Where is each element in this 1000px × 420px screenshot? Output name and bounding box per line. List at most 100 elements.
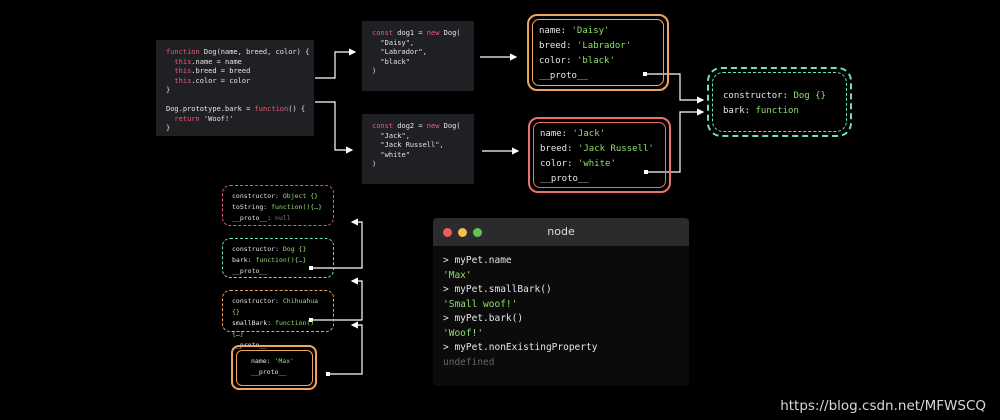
dog1-code-block: const dog1 = new Dog( "Daisy", "Labrador… (362, 21, 474, 91)
code-token: "Jack Russell", (372, 141, 444, 149)
code-token: Dog(name, breed, color) { (199, 48, 310, 56)
code-token: () { (288, 105, 306, 113)
code-line: ) (372, 67, 464, 77)
code-token: "black" (372, 57, 410, 66)
arrow-dogproto-to-objectproto (311, 218, 363, 269)
arrow-mypet-to-chihuahua (328, 321, 363, 375)
dog2-breed-row: breed: 'Jack Russell' (540, 144, 654, 154)
code-token: this (166, 57, 192, 66)
code-token: } (166, 86, 171, 94)
code-line: Dog.prototype.bark = function() { (166, 105, 306, 115)
code-token: new (426, 122, 440, 130)
arrow-constructor-to-dog1 (315, 48, 357, 79)
terminal-input-line: > myPet.smallBark() (443, 284, 552, 295)
code-token: .name = name (191, 57, 242, 66)
code-line: this.color = color (166, 77, 304, 87)
code-line: "white" (372, 151, 464, 161)
code-line: const dog2 = new Dog( (372, 122, 464, 132)
close-dot-icon[interactable] (443, 228, 452, 237)
code-line: } (166, 124, 304, 134)
code-token: "Labrador", (372, 48, 427, 56)
object-prototype-box: constructor: Object {} toString: functio… (222, 185, 334, 226)
code-token: dog1 = (393, 29, 427, 37)
dog2-proto-row: __proto__ (540, 174, 589, 184)
code-line: ) (372, 160, 464, 170)
proto-dot-dog1 (643, 72, 647, 76)
code-token: .breed = breed (191, 67, 251, 75)
dogproto-small-constructor-row: constructor: Dog {} (232, 245, 307, 253)
terminal-output[interactable]: > myPet.name 'Max' > myPet.smallBark() 'Sma… (433, 246, 689, 378)
code-token: "Jack", (372, 131, 410, 140)
constructor-code-block: function Dog(name, breed, color) { this.… (156, 40, 314, 136)
terminal-input-line: > myPet.name (443, 255, 512, 266)
code-token: } (166, 124, 171, 132)
dog1-object: name: 'Daisy' breed: 'Labrador' color: '… (527, 14, 669, 91)
code-line: "black" (372, 58, 464, 68)
proto-dot-dog2 (644, 170, 648, 174)
arrow-dog2-proto-to-prototype (646, 108, 705, 173)
terminal-input-line: > myPet.bark() (443, 313, 524, 324)
terminal-title-bar: node (433, 218, 689, 246)
dogproto-small-bark-row: bark: function(){…} (232, 256, 307, 264)
dogproto-small-proto-row: __proto__ (232, 267, 268, 275)
dog-prototype-constructor-row: constructor: Dog {} (723, 91, 826, 101)
proto-dot-mypet (326, 372, 330, 376)
watermark-url: https://blog.csdn.net/MFWSCQ (780, 398, 986, 414)
code-line: "Jack", (372, 132, 464, 142)
dog2-name-row: name: 'Jack' (540, 129, 606, 139)
code-token: function (254, 105, 289, 113)
code-line: this.name = name (166, 58, 304, 68)
object-proto-tostring-row: toString: function(){…} (232, 203, 323, 211)
terminal-output-line: undefined (443, 356, 495, 368)
dog-prototype-small-box: constructor: Dog {} bark: function(){…} … (222, 238, 334, 278)
chihuahua-prototype-box: constructor: Chihuahua {} smallBark: fun… (222, 290, 334, 349)
code-token: "white" (372, 150, 410, 159)
object-proto-constructor-row: constructor: Object {} (232, 192, 319, 200)
code-line: "Labrador", (372, 48, 464, 58)
dog1-proto-row: __proto__ (539, 71, 588, 81)
code-token: ) (372, 67, 377, 75)
code-token: function (166, 48, 200, 56)
mypet-object-box: name: 'Max' __proto__ (231, 345, 317, 390)
arrow-constructor-to-dog2 (315, 101, 354, 154)
code-line: function Dog(name, breed, color) { (166, 48, 309, 58)
object-proto-proto-row: __proto__: null (232, 214, 291, 222)
code-token: ) (372, 160, 377, 168)
code-line: "Daisy", (372, 39, 464, 49)
node-terminal-window: node > myPet.name 'Max' > myPet.smallBark(… (433, 218, 689, 386)
chihuahua-constructor-row: constructor: Chihuahua {} (232, 297, 319, 316)
terminal-output-line: 'Small woof!' (443, 298, 518, 310)
code-line: return 'Woof!' (166, 115, 304, 125)
code-token: const (372, 29, 394, 37)
dog-prototype-object: constructor: Dog {} bark: function (707, 67, 852, 137)
dog-prototype-bark-row: bark: function (723, 106, 799, 116)
code-token: "Daisy", (372, 38, 415, 47)
dog2-color-row: color: 'white' (540, 159, 616, 169)
terminal-output-line: 'Max' (443, 269, 472, 281)
code-line: "Jack Russell", (372, 141, 464, 151)
chihuahua-smallbark-row: smallBark: function(){…} (232, 319, 315, 338)
dog1-breed-row: breed: 'Labrador' (539, 41, 632, 51)
code-token: Dog( (439, 29, 461, 37)
arrow-dog1-proto-to-prototype (645, 73, 705, 104)
code-token: this (166, 76, 192, 85)
arrow-chihuahua-to-dogproto (311, 277, 363, 321)
mypet-name-row: name: 'Max' (251, 357, 295, 365)
code-token: Dog( (439, 122, 461, 130)
dog1-color-row: color: 'black' (539, 56, 615, 66)
code-token: new (426, 29, 440, 37)
code-line: const dog1 = new Dog( (372, 29, 464, 39)
dog2-code-block: const dog2 = new Dog( "Jack", "Jack Russ… (362, 114, 474, 184)
minimize-dot-icon[interactable] (458, 228, 467, 237)
code-line: ​ (166, 96, 304, 106)
code-token: dog2 = (393, 122, 427, 130)
dog1-name-row: name: 'Daisy' (539, 26, 610, 36)
terminal-title: node (547, 225, 575, 238)
code-token: this (166, 67, 192, 75)
proto-dot-chihuahua (309, 318, 313, 322)
maximize-dot-icon[interactable] (473, 228, 482, 237)
code-token: .color = color (191, 76, 251, 85)
code-line: } (166, 86, 304, 96)
